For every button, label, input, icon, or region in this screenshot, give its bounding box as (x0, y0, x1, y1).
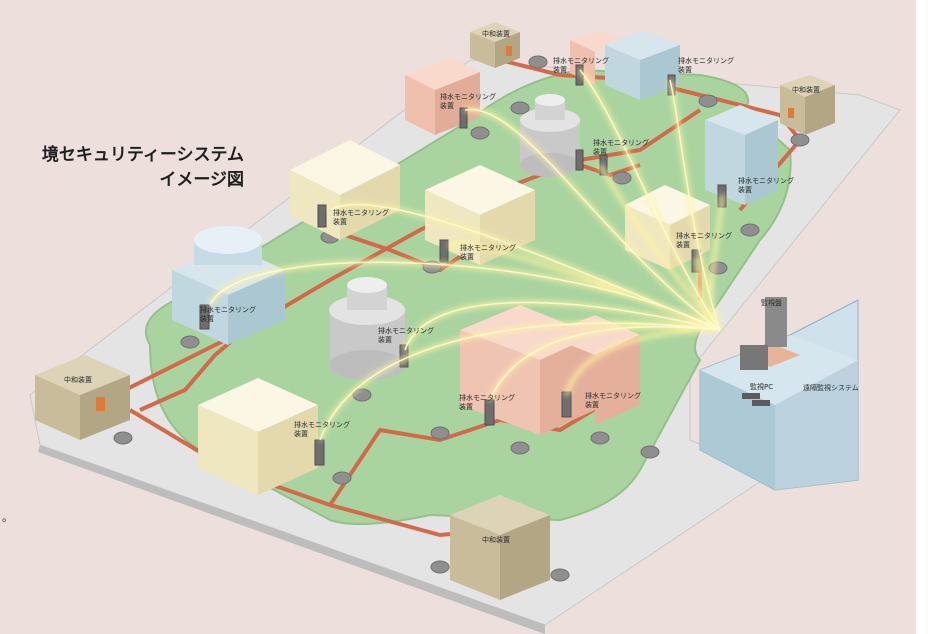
building-pink-top (405, 30, 625, 135)
monitor-label: 排水モニタリング (585, 391, 641, 400)
tank-center (329, 277, 405, 380)
monitor-sublabel: 装置 (460, 252, 474, 261)
monitor-label: 排水モニタリング (200, 305, 256, 314)
neutralizer-label: 中和装置 (482, 535, 510, 544)
monitor-sublabel: 装置 (738, 185, 752, 194)
monitor-pc-label: 監視PC (750, 382, 773, 391)
title-line-1: 境セキュリティーシステム (41, 145, 244, 165)
monitor-sublabel: 装置 (378, 335, 392, 344)
neutralizer-left (35, 355, 130, 440)
monitor-label: 排水モニタリング (553, 56, 609, 65)
monitor-label: 排水モニタリング (676, 231, 732, 240)
building-cream-front (198, 378, 318, 495)
monitor-sublabel: 装置 (440, 101, 454, 110)
remote-system-label: 遠隔監視システム (803, 383, 859, 392)
monitor-label: 排水モニタリング (593, 138, 649, 147)
monitor-sublabel: 装置 (333, 217, 347, 226)
monitor-sublabel: 装置 (593, 147, 607, 156)
neutralizer-label: 中和装置 (64, 375, 92, 384)
monitor-sublabel: 装置 (294, 429, 308, 438)
building-blue-right (705, 105, 778, 205)
building-cream-mid (290, 140, 400, 240)
monitor-label: 排水モニタリング (678, 56, 734, 65)
monitor-sublabel: 装置 (200, 314, 214, 323)
neutralizer-bottom (450, 495, 550, 600)
monitor-sublabel: 装置 (585, 400, 599, 409)
diagram-title: 境セキュリティーシステム イメージ図 (42, 143, 244, 193)
monitor-label: 排水モニタリング (294, 420, 350, 429)
monitor-label: 排水モニタリング (459, 393, 515, 402)
building-blue-left (172, 226, 285, 345)
neutralizer-label: 中和装置 (792, 85, 820, 94)
monitor-label: 排水モニタリング (738, 176, 794, 185)
monitor-label: 排水モニタリング (333, 208, 389, 217)
monitor-label: 排水モニタリング (378, 326, 434, 335)
monitor-sublabel: 装置 (553, 65, 567, 74)
monitor-panel-label: 監視盤 (761, 298, 782, 307)
page-edge-strip (916, 0, 932, 634)
neutralizer-top (470, 22, 520, 68)
monitor-sublabel: 装置 (459, 402, 473, 411)
remote-monitoring-room (699, 297, 859, 491)
monitor-label: 排水モニタリング (440, 92, 496, 101)
signal-beams-core (209, 69, 721, 441)
neutralizer-label: 中和装置 (482, 29, 510, 38)
monitor-sublabel: 装置 (676, 240, 690, 249)
pavement-edge (38, 445, 545, 634)
stray-punctuation: 。 (2, 511, 13, 524)
title-line-2: イメージ図 (159, 170, 244, 190)
manholes (113, 55, 810, 582)
neutralizer-right (780, 75, 835, 135)
monitor-label: 排水モニタリング (460, 243, 516, 252)
monitor-sublabel: 装置 (678, 65, 692, 74)
